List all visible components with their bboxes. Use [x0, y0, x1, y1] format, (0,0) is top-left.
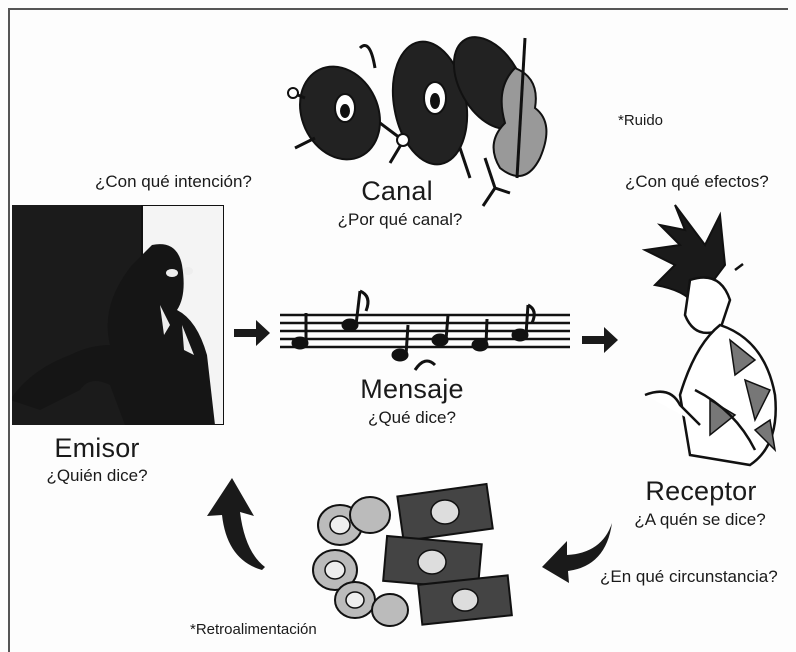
- curved-arrow-icon: [542, 523, 612, 583]
- arrow-right-icon: [582, 327, 618, 353]
- mensaje-label: Mensaje: [360, 374, 464, 404]
- emisor-label: Emisor: [54, 433, 140, 463]
- curved-arrow-icon: [207, 478, 265, 570]
- arrow-right-icon: [234, 320, 270, 346]
- receptor-label: Receptor: [645, 476, 757, 506]
- listener-illustration: [641, 204, 777, 467]
- canal-label: Canal: [361, 176, 433, 206]
- canal-question: ¿Por qué canal?: [337, 210, 463, 229]
- circunstancia-question: ¿En qué circunstancia?: [600, 567, 778, 586]
- receptor-question: ¿A quén se dice?: [634, 510, 766, 529]
- speaker-illustration: [12, 205, 224, 425]
- efectos-question: ¿Con qué efectos?: [625, 172, 769, 191]
- musicians-illustration: [287, 36, 548, 207]
- diagram-frame: [8, 8, 788, 652]
- intencion-question: ¿Con qué intención?: [95, 172, 252, 191]
- money-coins-illustration: [312, 482, 513, 627]
- ruido-annotation: *Ruido: [618, 112, 664, 129]
- emisor-question: ¿Quién dice?: [46, 466, 148, 485]
- music-staff-illustration: [280, 289, 570, 371]
- mensaje-question: ¿Qué dice?: [368, 408, 456, 427]
- retroalimentacion-annotation: *Retroalimentación: [190, 621, 317, 638]
